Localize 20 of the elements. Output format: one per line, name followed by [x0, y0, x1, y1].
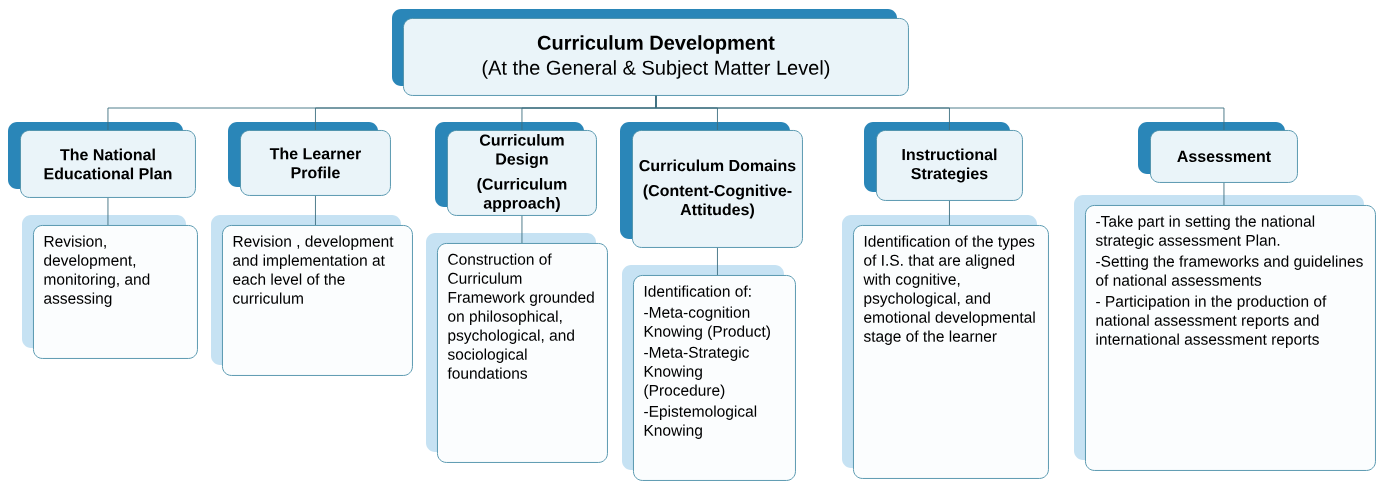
title-box: Curriculum Development (At the General & Subject Matter Level) — [392, 9, 909, 96]
connector-line — [107, 197, 109, 226]
description-box: Revision , development and implementation at each level of the curriculum — [211, 215, 413, 376]
category-box: Instructional Strategies — [864, 122, 1023, 201]
category-box: Curriculum Domains (Content-Cognitive-Attitudes) — [620, 122, 803, 248]
category-box: Assessment — [1138, 122, 1298, 183]
description-box: Identification of the types of I.S. that are aligned with cognitive, psychological, and emotional developmental stage of the learner — [842, 215, 1049, 479]
connector-line — [521, 215, 523, 244]
description-box: -Take part in setting the national strategic assessment Plan. -Setting the frameworks and guidelines of national assessments - Participation in the production of national assessment reports and international assessment reports — [1074, 195, 1376, 471]
description-box: Identification of: -Meta-cognition Knowing (Product) -Meta-Strategic Knowing (Procedure) -Epistemological Knowing — [622, 265, 796, 481]
description-box: Construction of Curriculum Framework grounded on philosophical, psychological, and sociological foundations — [426, 233, 608, 463]
connector-line — [949, 200, 950, 226]
connector-line — [655, 95, 1225, 131]
connector-line — [1223, 182, 1225, 206]
connector-line — [315, 195, 316, 226]
connector-line — [717, 247, 718, 276]
category-box: Curriculum Design (Curriculum approach) — [435, 122, 597, 216]
category-box: The National Educational Plan — [8, 122, 196, 198]
description-box: Revision, development, monitoring, and assessing — [22, 215, 198, 359]
category-box: The Learner Profile — [228, 122, 391, 196]
